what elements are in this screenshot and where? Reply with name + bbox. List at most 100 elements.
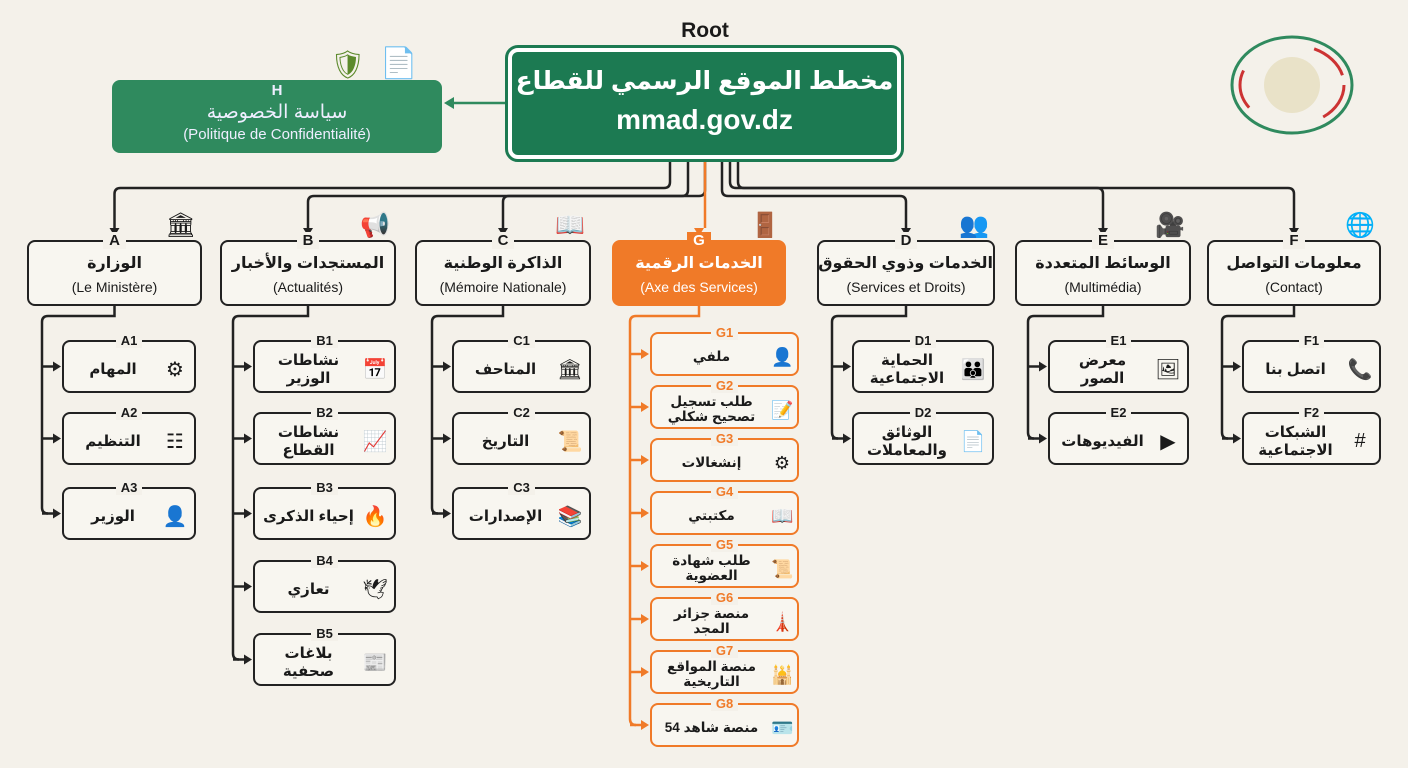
child-code-text: G8 <box>710 696 739 711</box>
child-a1[interactable]: A1 المهام ⚙ <box>62 333 196 393</box>
child-g3[interactable]: G3 إنشغالات ⚙ <box>650 431 799 482</box>
child-f1[interactable]: F1 اتصل بنا 📞 <box>1242 333 1381 393</box>
child-code: C2 <box>454 405 589 420</box>
museum-icon: 🏛 <box>557 359 583 381</box>
photo-gallery-icon: 🖼 <box>1155 359 1181 381</box>
child-g8[interactable]: G8 منصة شاهد 54 🪪 <box>650 696 799 747</box>
child-code: B1 <box>255 333 394 348</box>
arrowhead <box>641 561 649 571</box>
root-domain: mmad.gov.dz <box>616 104 793 135</box>
gear-search-icon: ⚙ <box>166 359 184 381</box>
child-title: المتاحف <box>474 360 537 378</box>
child-g1[interactable]: G1 ملفي 👤 <box>650 325 799 376</box>
arrowhead <box>443 361 451 372</box>
root-to-category-line <box>736 158 1296 228</box>
child-code-text: A2 <box>115 405 143 420</box>
child-e2[interactable]: E2 الفيديوهات ▶ <box>1048 405 1189 465</box>
category-g[interactable]: G 🚪 الخدمات الرقمية (Axe des Services) <box>612 212 786 306</box>
child-d2[interactable]: D2 الوثائق والمعاملات 📄 <box>852 405 994 465</box>
child-c2[interactable]: C2 التاريخ 📜 <box>452 405 591 465</box>
child-code-text: C1 <box>508 333 535 348</box>
child-code: A1 <box>64 333 194 348</box>
privacy-code: H <box>271 82 283 99</box>
child-code: C3 <box>454 480 589 495</box>
category-title-fr: (Le Ministère) <box>71 279 158 295</box>
child-title: نشاطات القطاع <box>277 424 340 459</box>
privacy-title-fr: (Politique de Confidentialité) <box>183 126 371 143</box>
child-code: B3 <box>255 480 394 495</box>
child-code: B4 <box>255 553 394 568</box>
child-code: G2 <box>652 378 797 393</box>
child-title: المهام <box>89 360 137 378</box>
monument-icon: 🗼 <box>771 611 794 632</box>
arrowhead <box>641 720 649 730</box>
child-a2[interactable]: A2 التنظيم ☷ <box>62 405 196 465</box>
privacy-title-ar: سياسة الخصوصية <box>206 102 348 123</box>
child-b2[interactable]: B2 نشاطات القطاع 📈 <box>253 405 396 465</box>
category-f[interactable]: F 🌐 معلومات التواصل (Contact) <box>1207 212 1381 306</box>
root-to-category-line <box>306 158 690 228</box>
child-g6[interactable]: G6 منصة جزائر المجد 🗼 <box>650 590 799 641</box>
child-code: G8 <box>652 696 797 711</box>
child-code: D1 <box>854 333 992 348</box>
category-code: C <box>417 232 589 249</box>
child-code: G7 <box>652 643 797 658</box>
category-b[interactable]: B 📢 المستجدات والأخبار (Actualités) <box>220 212 396 306</box>
child-g5[interactable]: G5 طلب شهادة العضوية 📜 <box>650 537 799 588</box>
phone-mail-icon: 📞 <box>1347 359 1373 381</box>
root-node[interactable]: مخطط الموقع الرسمي للقطاع mmad.gov.dz <box>505 45 904 162</box>
newspaper-icon: 📰 <box>362 652 388 674</box>
child-title: اتصل بنا <box>1265 360 1326 378</box>
category-code: F <box>1209 232 1379 249</box>
child-b1[interactable]: B1 نشاطات الوزير 📅 <box>253 333 396 393</box>
child-title: طلب شهادة العضوية <box>672 553 751 583</box>
root-to-category-line <box>720 158 908 228</box>
child-title: الوثائق والمعاملات <box>866 424 947 459</box>
child-title: إنشغالات <box>681 454 742 470</box>
child-b3[interactable]: B3 إحياء الذكرى 🔥 <box>253 480 396 540</box>
child-b4[interactable]: B4 تعازي 🕊 <box>253 553 396 613</box>
child-code-text: G6 <box>710 590 739 605</box>
category-e[interactable]: E 🎥 الوسائط المتعددة (Multimédia) <box>1015 212 1191 306</box>
torch-icon: 🔥 <box>362 506 388 528</box>
child-f2[interactable]: F2 الشبكات الاجتماعية # <box>1242 405 1381 465</box>
child-g4[interactable]: G4 مكتبتي 📖 <box>650 484 799 535</box>
child-g7[interactable]: G7 منصة المواقع التاريخية 🕌 <box>650 643 799 694</box>
play-icon: ▶ <box>1160 431 1176 453</box>
child-a3[interactable]: A3 الوزير 👤 <box>62 480 196 540</box>
child-title: الشبكات الاجتماعية <box>1258 424 1333 459</box>
book-statue-icon: 📖 <box>555 212 585 239</box>
child-title: الوزير <box>91 507 135 525</box>
child-code-text: A1 <box>115 333 143 348</box>
child-code-text: F2 <box>1298 405 1325 420</box>
child-code-text: C3 <box>508 480 535 495</box>
certificate-icon: 📜 <box>771 558 794 579</box>
category-d[interactable]: D 👥 الخدمات وذوي الحقوق (Services et Dro… <box>817 212 995 306</box>
child-title: نشاطات الوزير <box>277 352 340 387</box>
org-chart-icon: ☷ <box>166 431 184 453</box>
category-title-ar: الوزارة <box>87 255 142 272</box>
child-c1[interactable]: C1 المتاحف 🏛 <box>452 333 591 393</box>
privacy-node[interactable]: H سياسة الخصوصية (Politique de Confident… <box>112 48 442 153</box>
user-key-icon: 👤 <box>771 346 794 367</box>
child-b5[interactable]: B5 بلاغات صحفية 📰 <box>253 626 396 686</box>
category-code-text: F <box>1283 232 1305 249</box>
category-c[interactable]: C 📖 الذاكرة الوطنية (Mémoire Nationale) <box>415 212 591 306</box>
root-to-category-line <box>501 158 707 228</box>
category-a[interactable]: A 🏛 الوزارة (Le Ministère) <box>27 212 202 306</box>
child-code-text: E2 <box>1105 405 1132 420</box>
dove-icon: 🕊 <box>362 579 388 601</box>
root-title: مخطط الموقع الرسمي للقطاع <box>515 67 894 95</box>
child-title: معرض الصور <box>1078 352 1127 387</box>
category-title-ar: الخدمات الرقمية <box>635 255 763 272</box>
child-e1[interactable]: E1 معرض الصور 🖼 <box>1048 333 1189 393</box>
child-c3[interactable]: C3 الإصدارات 📚 <box>452 480 591 540</box>
child-g2[interactable]: G2 طلب تسجيل تصحيح شكلي 📝 <box>650 378 799 429</box>
child-d1[interactable]: D1 الحماية الاجتماعية 👪 <box>852 333 994 393</box>
arrowhead <box>1233 433 1241 444</box>
arrowhead <box>444 97 454 109</box>
category-title-fr: (Axe des Services) <box>640 279 758 295</box>
child-title: طلب تسجيل تصحيح شكلي <box>667 394 756 424</box>
child-title: بلاغات صحفية <box>282 645 335 680</box>
ministry-logo <box>1222 30 1362 140</box>
